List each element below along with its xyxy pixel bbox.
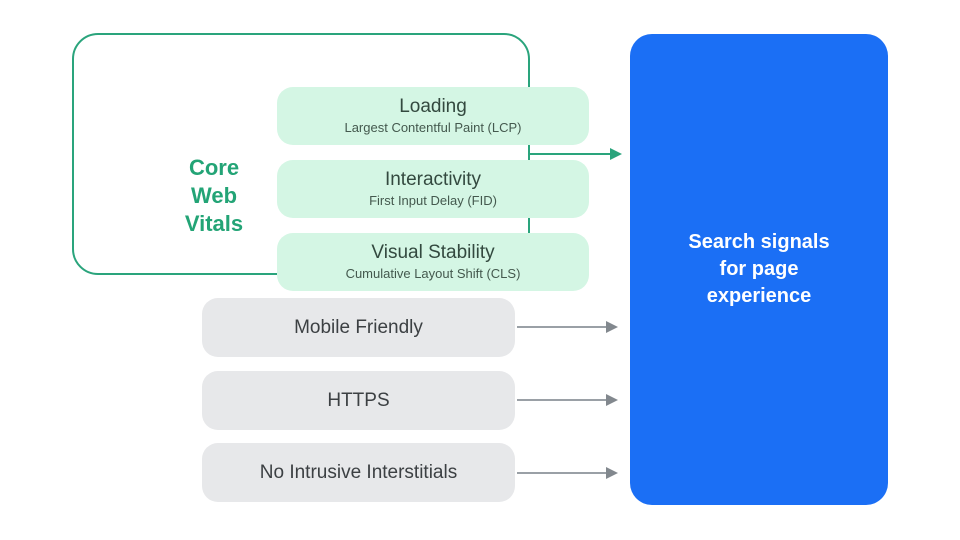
vital-title: Interactivity [384,169,482,190]
arrow-https [517,392,618,408]
signal-label: Mobile Friendly [294,316,423,338]
vital-pill-loading: Loading Largest Contentful Paint (LCP) [277,87,589,145]
search-signals-box: Search signals for page experience [630,34,888,505]
arrow-line [517,399,607,401]
vital-subtitle: Cumulative Layout Shift (CLS) [345,266,521,281]
arrow-line [530,153,611,155]
vital-subtitle: Largest Contentful Paint (LCP) [344,120,522,135]
vital-subtitle: First Input Delay (FID) [369,193,497,208]
signal-pill-https: HTTPS [202,371,515,430]
arrow-mobile-friendly [517,319,618,335]
arrow-head-icon [606,394,618,406]
vital-title: Visual Stability [371,242,495,263]
core-web-vitals-label: Core Web Vitals [184,155,244,236]
arrow-line [517,472,607,474]
signal-label: HTTPS [327,389,390,411]
core-web-vitals-container: Core Web Vitals Loading Largest Contentf… [72,33,589,291]
arrow-head-icon [606,321,618,333]
arrow-no-intrusive-interstitials [517,465,618,481]
arrow-line [517,326,607,328]
signal-pill-no-intrusive-interstitials: No Intrusive Interstitials [202,443,515,502]
vital-pill-visual-stability: Visual Stability Cumulative Layout Shift… [277,233,589,291]
arrow-core-web-vitals [530,146,622,162]
signal-pill-mobile-friendly: Mobile Friendly [202,298,515,357]
arrow-head-icon [606,467,618,479]
vital-title: Loading [399,96,467,117]
search-signals-label: Search signals for page experience [688,231,830,307]
vital-pill-interactivity: Interactivity First Input Delay (FID) [277,160,589,218]
signal-label: No Intrusive Interstitials [259,461,458,483]
arrow-head-icon [610,148,622,160]
